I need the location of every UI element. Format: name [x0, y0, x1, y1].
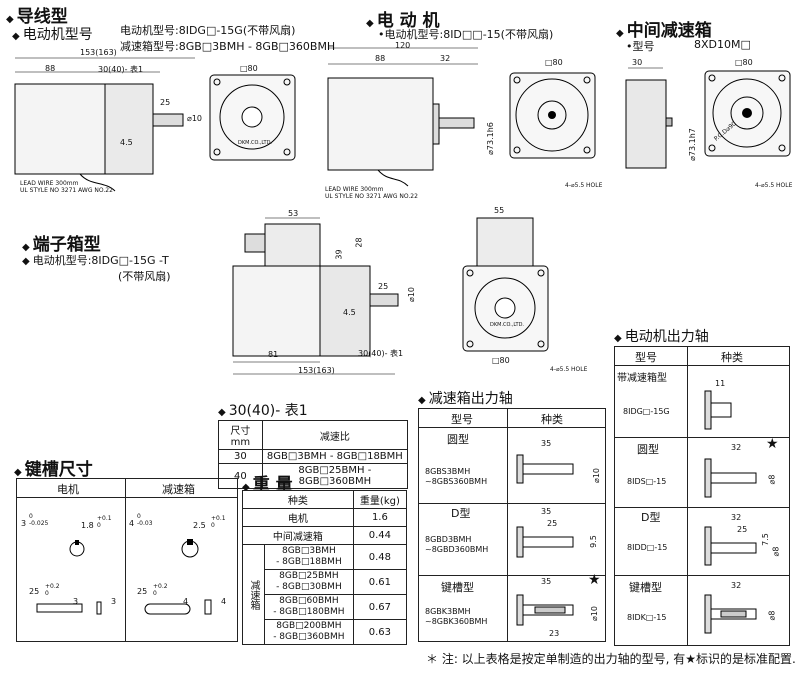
wire-lead-note: LEAD WIRE 300mm UL STYLE NO 3271 AWG NO.…	[20, 180, 113, 194]
motor-shaft-round-drawing	[704, 458, 757, 498]
motor-shaft-row-key: 键槽型 8IDK□-15 32 ⌀8	[615, 575, 789, 645]
footnote: ＊ 注: 以上表格是按定单制造的出力轴的型号, 有★标识的是标准配置.	[426, 652, 796, 666]
gear-shaft-round-drawing	[516, 454, 574, 484]
motor-shaft-row-round: 圆型 8IDS□-15 32 ⌀8	[615, 437, 789, 508]
wire-dim-total: 153(163)	[80, 48, 117, 57]
terminal-dim-left: 81	[268, 350, 279, 359]
wire-type-front-drawing	[209, 74, 296, 161]
mid-gearbox-side-drawing	[625, 67, 673, 169]
gear-shaft-box: 型号 种类 圆型 8GBS3BMH ~8GBS360BMH 35 ⌀10 D型 …	[418, 408, 606, 642]
motor-dim-total: 120	[395, 41, 411, 50]
motor-dim-left: 88	[375, 54, 386, 63]
motor-shaft-title: 电动机出力轴	[614, 326, 709, 346]
motor-hole-note: 4-⌀5.5 HOLE	[565, 182, 603, 189]
motor-dim-dia: ⌀73.1h6	[485, 122, 495, 155]
terminal-dim-top: 53	[288, 209, 299, 218]
keyway-col-gearbox: 减速箱	[162, 483, 195, 496]
motor-title: 电 动 机	[366, 6, 440, 31]
motor-lead-note: LEAD WIRE 300mm UL STYLE NO 3271 AWG NO.…	[325, 186, 418, 200]
terminal-dim-offset: 4.5	[343, 308, 356, 317]
wire-dim-shaft: 25	[160, 98, 171, 107]
keyway-motor-drawing	[36, 540, 102, 615]
table1-title: 30(40)- 表1	[218, 400, 308, 420]
wire-gearbox-model: 减速箱型号:8GB□3BMH - 8GB□360BMH	[120, 40, 336, 53]
mid-dim-len: 30	[632, 58, 643, 67]
gear-shaft-title: 减速箱出力轴	[418, 388, 513, 408]
gear-shaft-row-round: 圆型 8GBS3BMH ~8GBS360BMH 35 ⌀10	[419, 427, 605, 504]
mid-dim-square: □80	[735, 58, 753, 67]
motor-shaft-row-d: D型 8IDD□-15 32 25 7.5 ⌀8	[615, 507, 789, 576]
terminal-logo: DKM.CO.,LTD.	[490, 322, 525, 328]
terminal-dim-h2: 28	[354, 237, 364, 248]
weight-group-label: 减速箱	[242, 544, 265, 645]
motor-dim-square: □80	[545, 58, 563, 67]
terminal-dim-square: □80	[492, 356, 510, 365]
mid-gearbox-front-drawing	[704, 70, 791, 157]
wire-logo: DKM.CO.,LTD.	[238, 140, 273, 146]
terminal-dim-h1: 39	[334, 249, 344, 260]
keyway-box: 电机 减速箱 3 0 -0.025 1.8 +0.1 0 25 +0.2 0 3…	[16, 478, 238, 642]
weight-header-kg: 重量(kg)	[352, 490, 408, 509]
terminal-dim-dia: ⌀10	[407, 287, 416, 302]
terminal-title: 端子箱型	[22, 230, 101, 255]
gear-shaft-d-drawing	[516, 526, 574, 558]
motor-shaft-box: 型号 种类 带减速箱型 8IDG□-15G 11 圆型 8IDS□-15 32 …	[614, 346, 790, 646]
motor-side-drawing	[327, 47, 478, 187]
terminal-note: (不带风扇)	[118, 270, 171, 283]
keyway-gearbox-drawing	[144, 539, 212, 615]
weight-header-type: 种类	[242, 490, 354, 509]
motor-front-drawing	[509, 72, 596, 159]
motor-shaft-d-drawing	[704, 526, 757, 566]
gear-shaft-key-drawing	[516, 594, 574, 626]
motor-shaft-gear-drawing	[704, 390, 732, 430]
wire-dim-square: □80	[240, 64, 258, 73]
terminal-dim-mid: 30(40)- 表1	[358, 349, 404, 358]
terminal-front-drawing	[462, 217, 549, 352]
mid-dim-dia: ⌀73.1h7	[687, 128, 697, 161]
wire-motor-model: 电动机型号:8IDG□-15G(不带风扇)	[120, 24, 296, 37]
gear-shaft-row-key: 键槽型 8GBK3BMH ~8GBK360BMH 35 ⌀10 23	[425, 577, 599, 638]
motor-shaft-star: ★	[766, 436, 779, 452]
keyway-title: 键槽尺寸	[14, 455, 93, 480]
terminal-side-drawing	[232, 217, 399, 375]
wire-dim-offset: 4.5	[120, 138, 133, 147]
motor-shaft-row-gear: 带减速箱型 8IDG□-15G 11	[615, 365, 789, 438]
wire-dim-dia: ⌀10	[187, 114, 202, 123]
terminal-model: 电动机型号:8IDG□-15G -T	[22, 252, 169, 268]
mid-gearbox-model-label: •型号	[626, 40, 655, 53]
motor-shaft-key-drawing	[704, 594, 757, 634]
wire-dim-mid: 30(40)- 表1	[98, 65, 144, 74]
wire-motor-label: 电动机型号	[12, 24, 93, 44]
wire-type-title: 导线型	[6, 2, 68, 27]
table1-header-ratio: 减速比	[261, 420, 409, 450]
wire-dim-left: 88	[45, 64, 56, 73]
wire-type-side-drawing	[14, 57, 195, 192]
terminal-dim-shaft: 25	[378, 282, 389, 291]
mid-gearbox-title: 中间减速箱	[616, 16, 712, 41]
table1-header-size: 尺寸mm	[218, 420, 263, 450]
mid-gearbox-model-value: 8XD10M□	[694, 38, 751, 51]
mid-hole-note: 4-⌀5.5 HOLE	[755, 182, 793, 189]
motor-dim-right: 32	[440, 54, 451, 63]
terminal-dim-total: 153(163)	[298, 366, 335, 375]
terminal-hole-note: 4-⌀5.5 HOLE	[550, 366, 588, 373]
keyway-col-motor: 电机	[57, 483, 79, 496]
motor-model: •电动机型号:8ID□□-15(不带风扇)	[378, 28, 554, 41]
gear-shaft-row-d: D型 8GBD3BMH ~8GBD360BMH 35 25 9.5	[419, 503, 605, 576]
gear-shaft-star: ★	[588, 572, 601, 588]
terminal-dim-w: 55	[494, 206, 505, 215]
